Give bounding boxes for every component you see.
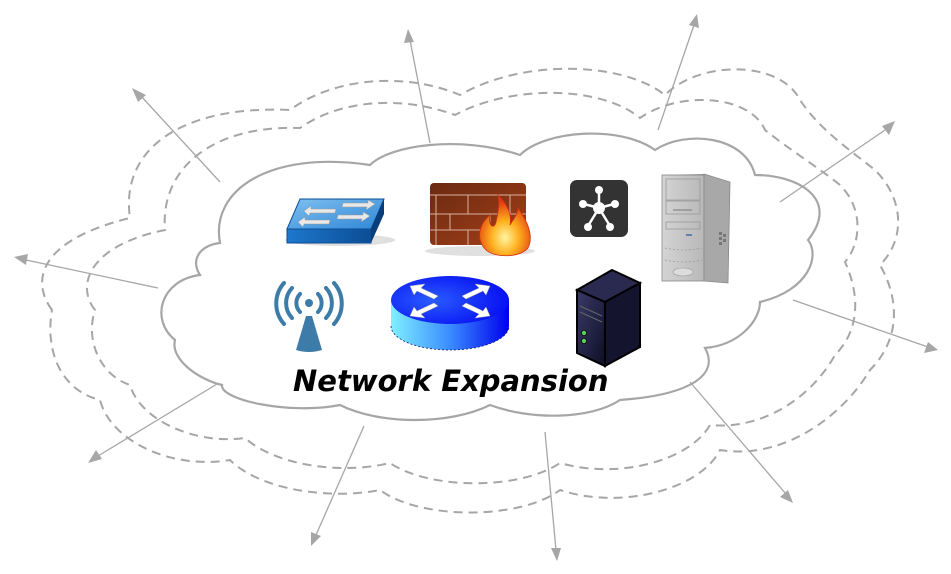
arrow-up xyxy=(404,29,431,144)
outer-dashed-cloud xyxy=(41,67,900,514)
network-switch-icon[interactable] xyxy=(285,198,395,246)
firewall-icon[interactable] xyxy=(425,183,535,257)
arrow-down xyxy=(544,431,561,561)
arrow-down-left xyxy=(88,383,218,463)
arrow-up-right xyxy=(657,14,699,131)
arrow-left xyxy=(14,254,159,289)
arrow-down-left-lower xyxy=(311,425,365,546)
arrow-right-down xyxy=(792,299,938,353)
expansion-arrows xyxy=(14,14,938,561)
arrow-up-left xyxy=(132,88,221,183)
network-hub-icon[interactable] xyxy=(570,180,628,237)
inner-solid-cloud xyxy=(160,132,821,422)
server-icon[interactable] xyxy=(574,268,643,368)
arrow-down-right xyxy=(689,381,793,503)
router-icon[interactable] xyxy=(390,276,510,351)
wireless-antenna-icon[interactable] xyxy=(274,281,344,352)
diagram-title: Network Expansion xyxy=(293,364,608,398)
arrow-right-up xyxy=(779,121,895,203)
desktop-tower-icon[interactable] xyxy=(661,173,731,284)
